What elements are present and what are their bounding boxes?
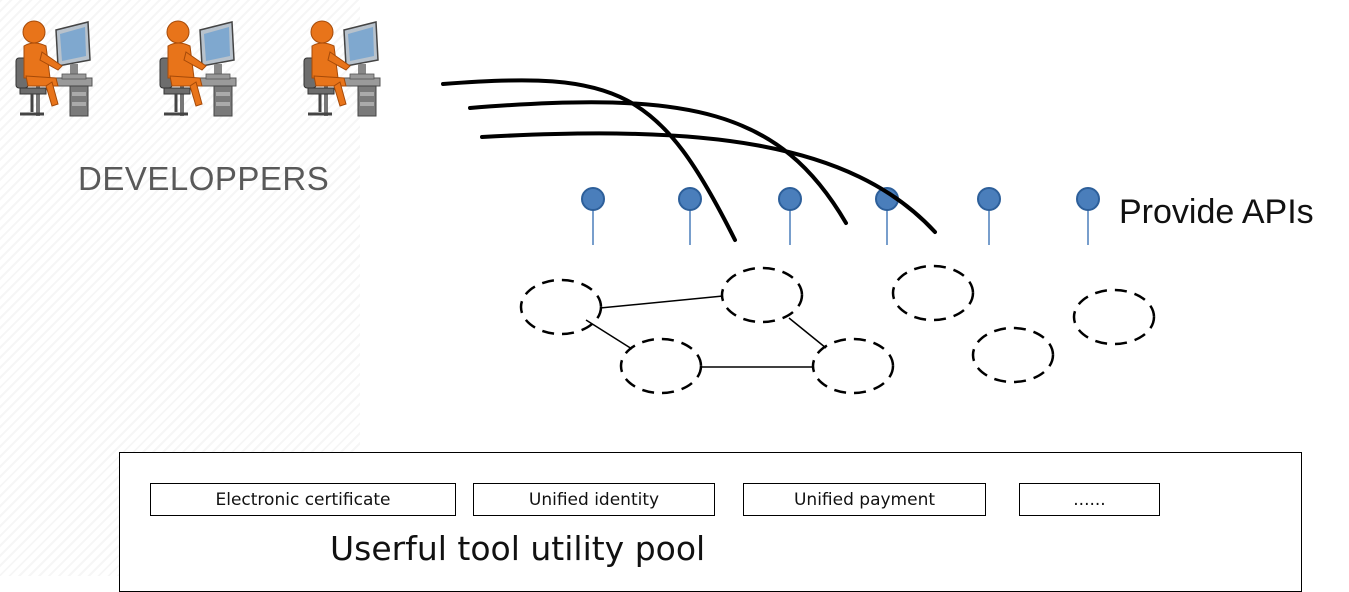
service-node-6 — [971, 326, 1055, 384]
tool-utility-pool: Electronic certificate Unified identity … — [119, 452, 1302, 592]
developer-call-curve-1 — [441, 78, 737, 242]
service-node-3 — [619, 337, 703, 395]
service-node-5 — [891, 264, 975, 322]
developer-call-curve-2 — [468, 100, 848, 225]
developer-call-curve-3 — [480, 131, 937, 234]
service-link-4 — [788, 317, 827, 349]
tool-unified-payment: Unified payment — [743, 483, 986, 516]
api-pin-1-icon — [581, 187, 605, 211]
service-node-7 — [1072, 288, 1156, 346]
service-node-4 — [811, 337, 895, 395]
developers-label: DEVELOPPERS — [78, 160, 330, 197]
api-pin-2-icon — [678, 187, 702, 211]
provide-apis-label: Provide APIs — [1119, 193, 1314, 231]
developer-1-icon — [14, 19, 94, 118]
pool-title: Userful tool utility pool — [330, 529, 706, 568]
service-node-1 — [519, 278, 603, 336]
api-pin-5-icon — [977, 187, 1001, 211]
api-pins — [581, 187, 1100, 245]
developer-3-icon — [302, 19, 382, 118]
service-node-2 — [720, 266, 804, 324]
diagram-canvas — [14, 19, 1156, 395]
service-link-1 — [599, 295, 724, 309]
tool-more: ...... — [1019, 483, 1160, 516]
developer-2-icon — [158, 19, 238, 118]
tool-unified-identity: Unified identity — [473, 483, 715, 516]
api-pin-6-icon — [1076, 187, 1100, 211]
tool-electronic-certificate: Electronic certificate — [150, 483, 456, 516]
api-pin-3-icon — [778, 187, 802, 211]
service-link-2 — [585, 319, 633, 350]
